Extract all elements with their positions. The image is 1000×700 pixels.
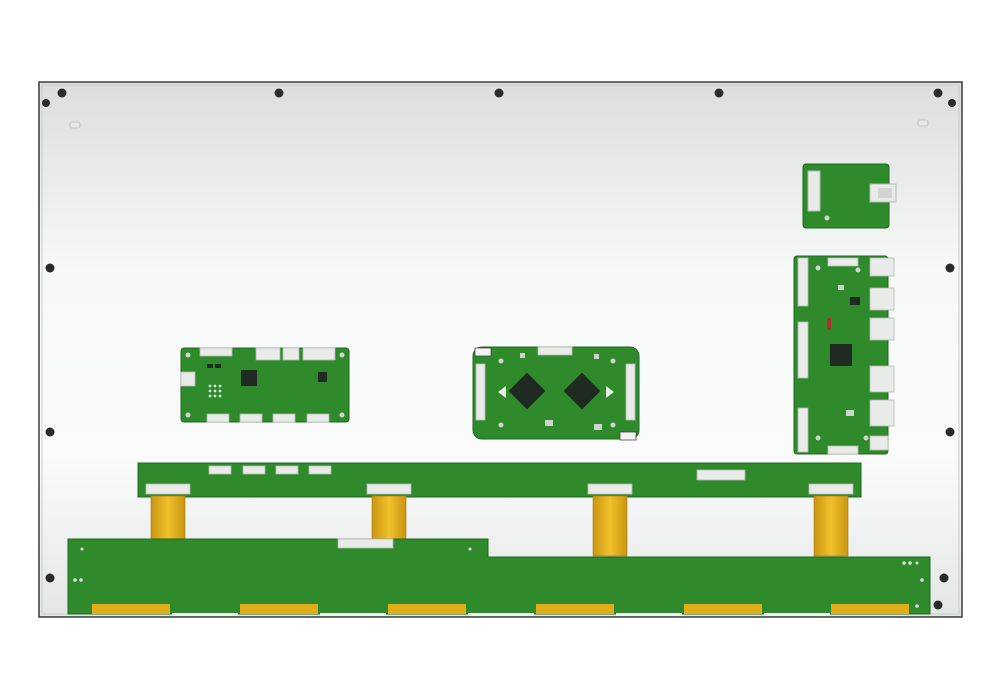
screw-hole	[45, 427, 55, 437]
screw-hole	[42, 99, 50, 107]
hdmi-port	[869, 399, 895, 427]
connector	[199, 347, 233, 357]
connector	[625, 363, 636, 421]
connector	[797, 257, 809, 307]
screw-hole	[714, 88, 724, 98]
connector	[282, 347, 300, 361]
hdmi-port	[869, 365, 895, 393]
tcon-board	[472, 346, 640, 441]
connector	[306, 413, 330, 423]
connector	[827, 257, 859, 267]
hdmi-port	[869, 257, 895, 277]
chip	[215, 364, 221, 368]
connector	[206, 413, 230, 423]
connector	[619, 431, 637, 441]
chip	[207, 364, 213, 368]
right-small-board	[802, 163, 897, 229]
left-control-board	[180, 347, 350, 423]
connector	[475, 363, 486, 421]
connector	[180, 371, 196, 387]
screw-hole	[945, 263, 955, 273]
connector	[275, 465, 299, 475]
fpga-chip	[563, 372, 601, 410]
connector	[807, 170, 821, 212]
chip	[318, 372, 327, 382]
bond-gaps	[172, 613, 830, 616]
cof-bond	[536, 604, 614, 614]
fpc-cable	[592, 495, 628, 557]
cof-bond	[92, 604, 170, 614]
screw-hole	[939, 573, 949, 583]
fpc-connector	[366, 483, 412, 495]
connector	[302, 347, 336, 361]
screw-hole	[45, 573, 55, 583]
mounting-screws	[42, 88, 956, 610]
screw-hole	[494, 88, 504, 98]
connector	[696, 469, 746, 481]
connector	[308, 465, 332, 475]
connector	[255, 347, 281, 361]
hdmi-port	[869, 317, 895, 341]
corner-clips	[69, 119, 929, 129]
via-grid	[208, 384, 222, 398]
screw-hole	[933, 88, 943, 98]
connector	[827, 445, 859, 455]
screw-hole	[933, 600, 943, 610]
hdmi-port	[869, 435, 889, 451]
connector	[239, 413, 263, 423]
fpc-cables	[150, 495, 849, 557]
cof-bond	[388, 604, 466, 614]
connector	[474, 347, 492, 357]
right-main-board	[793, 255, 895, 455]
fpc-connector	[587, 483, 633, 495]
screw-hole	[274, 88, 284, 98]
cof-bond	[684, 604, 762, 614]
chip	[241, 370, 257, 386]
screw-hole	[45, 263, 55, 273]
cof-bond	[831, 604, 909, 614]
connector	[797, 407, 809, 453]
connector	[797, 321, 809, 379]
connector	[272, 413, 296, 423]
hdmi-port	[869, 287, 895, 311]
fpc-connector	[145, 483, 191, 495]
screw-hole	[57, 88, 67, 98]
fpga-chip	[508, 372, 546, 410]
screw-hole	[948, 99, 956, 107]
lower-source-board	[67, 538, 931, 615]
fpc-cable	[813, 495, 849, 557]
upper-source-board	[137, 462, 862, 498]
screw-hole	[945, 427, 955, 437]
soc-chip	[830, 344, 852, 366]
chip	[827, 318, 831, 330]
fpc-cable	[150, 495, 186, 541]
cof-bond	[240, 604, 318, 614]
chip	[850, 297, 860, 305]
connector	[337, 538, 394, 549]
connector	[242, 465, 266, 475]
fpc-connector	[808, 483, 854, 495]
fpc-cable	[371, 495, 407, 541]
connector	[537, 346, 573, 356]
connector	[208, 465, 232, 475]
cof-bonds	[92, 604, 909, 614]
